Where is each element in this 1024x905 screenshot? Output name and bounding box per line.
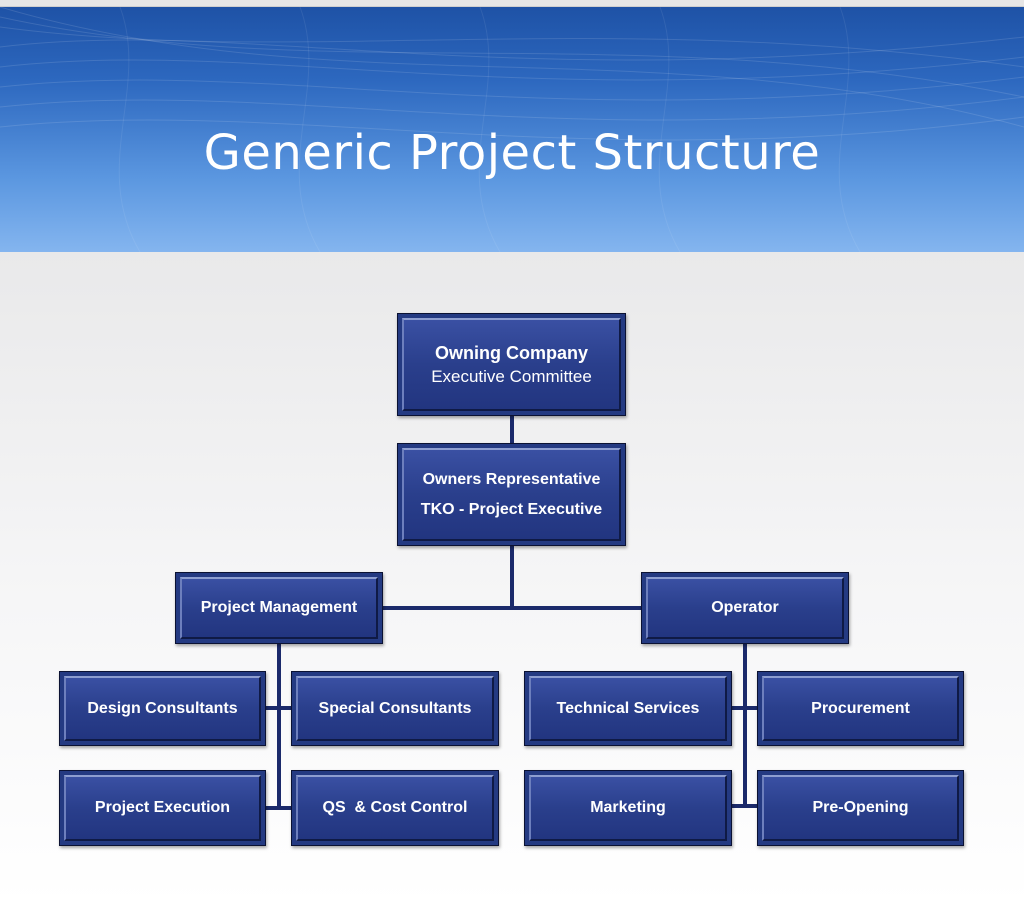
box-owning-company-title: Owning Company	[435, 342, 588, 363]
box-design-consultants-label: Design Consultants	[87, 699, 238, 717]
box-technical-services-label: Technical Services	[556, 699, 700, 717]
box-operator: Operator	[641, 572, 849, 644]
slide-title: Generic Project Structure	[203, 125, 821, 181]
box-technical-services: Technical Services	[524, 671, 732, 746]
box-qs-cost-control-label: QS & Cost Control	[322, 799, 468, 816]
box-marketing: Marketing	[524, 770, 732, 846]
box-procurement: Procurement	[757, 671, 964, 746]
box-operator-label: Operator	[711, 599, 779, 616]
box-project-execution: Project Execution	[59, 770, 266, 846]
box-procurement-label: Procurement	[811, 699, 910, 717]
box-special-consultants: Special Consultants	[291, 671, 499, 746]
box-qs-cost-control: QS & Cost Control	[291, 770, 499, 846]
box-project-management: Project Management	[175, 572, 383, 644]
box-project-management-label: Project Management	[200, 599, 358, 616]
box-owning-company: Owning Company Executive Committee	[397, 313, 626, 416]
box-owning-company-subtitle: Executive Committee	[431, 366, 592, 386]
box-pre-opening: Pre-Opening	[757, 770, 964, 846]
box-pre-opening-label: Pre-Opening	[812, 799, 909, 816]
box-marketing-label: Marketing	[590, 799, 666, 816]
box-owners-representative: Owners Representative TKO - Project Exec…	[397, 443, 626, 546]
box-owners-rep-line1: Owners Representative	[422, 470, 601, 488]
window-top-edge	[0, 0, 1024, 7]
banner-wave-pattern	[0, 7, 1024, 252]
box-design-consultants: Design Consultants	[59, 671, 266, 746]
title-banner	[0, 7, 1024, 252]
box-project-execution-label: Project Execution	[94, 799, 231, 816]
box-special-consultants-label: Special Consultants	[318, 699, 472, 717]
box-owners-rep-line2: TKO - Project Executive	[420, 500, 603, 518]
